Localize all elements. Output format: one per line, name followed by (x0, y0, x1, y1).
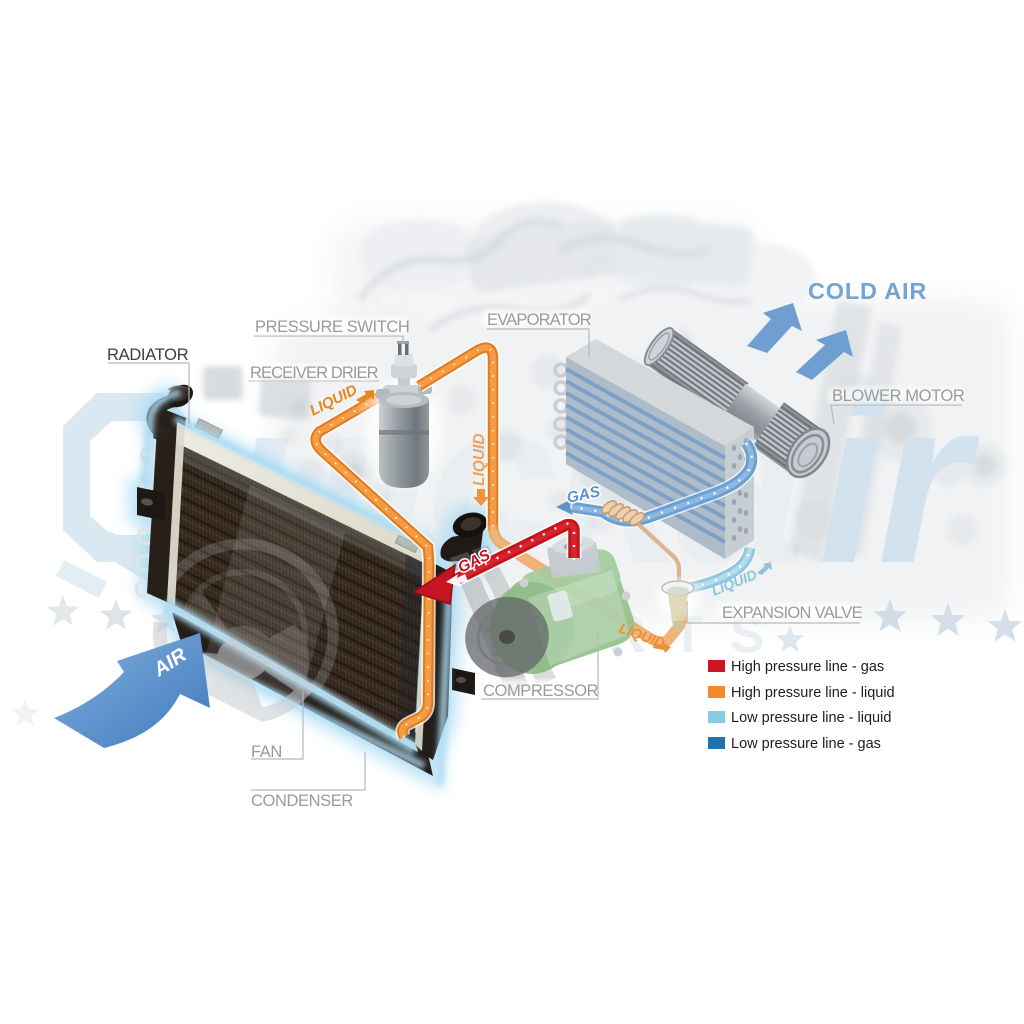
svg-text:High pressure line - liquid: High pressure line - liquid (731, 685, 895, 701)
svg-text:COLD AIR: COLD AIR (808, 278, 927, 304)
svg-text:COMPRESSOR: COMPRESSOR (483, 682, 599, 700)
svg-text:CONDENSER: CONDENSER (251, 792, 353, 810)
svg-text:EXPANSION VALVE: EXPANSION VALVE (722, 604, 863, 622)
svg-text:FAN: FAN (251, 743, 282, 761)
svg-text:Low pressure line - liquid: Low pressure line - liquid (731, 710, 891, 726)
svg-text:BLOWER MOTOR: BLOWER MOTOR (832, 387, 965, 405)
svg-text:Low pressure line - gas: Low pressure line - gas (731, 736, 881, 752)
svg-text:RECEIVER DRIER: RECEIVER DRIER (250, 364, 379, 382)
svg-text:PRESSURE SWITCH: PRESSURE SWITCH (255, 318, 409, 336)
svg-text:RADIATOR: RADIATOR (107, 346, 189, 364)
svg-text:LIQUID: LIQUID (471, 433, 488, 486)
svg-text:High pressure line - gas: High pressure line - gas (731, 659, 884, 675)
svg-text:EVAPORATOR: EVAPORATOR (487, 311, 592, 329)
